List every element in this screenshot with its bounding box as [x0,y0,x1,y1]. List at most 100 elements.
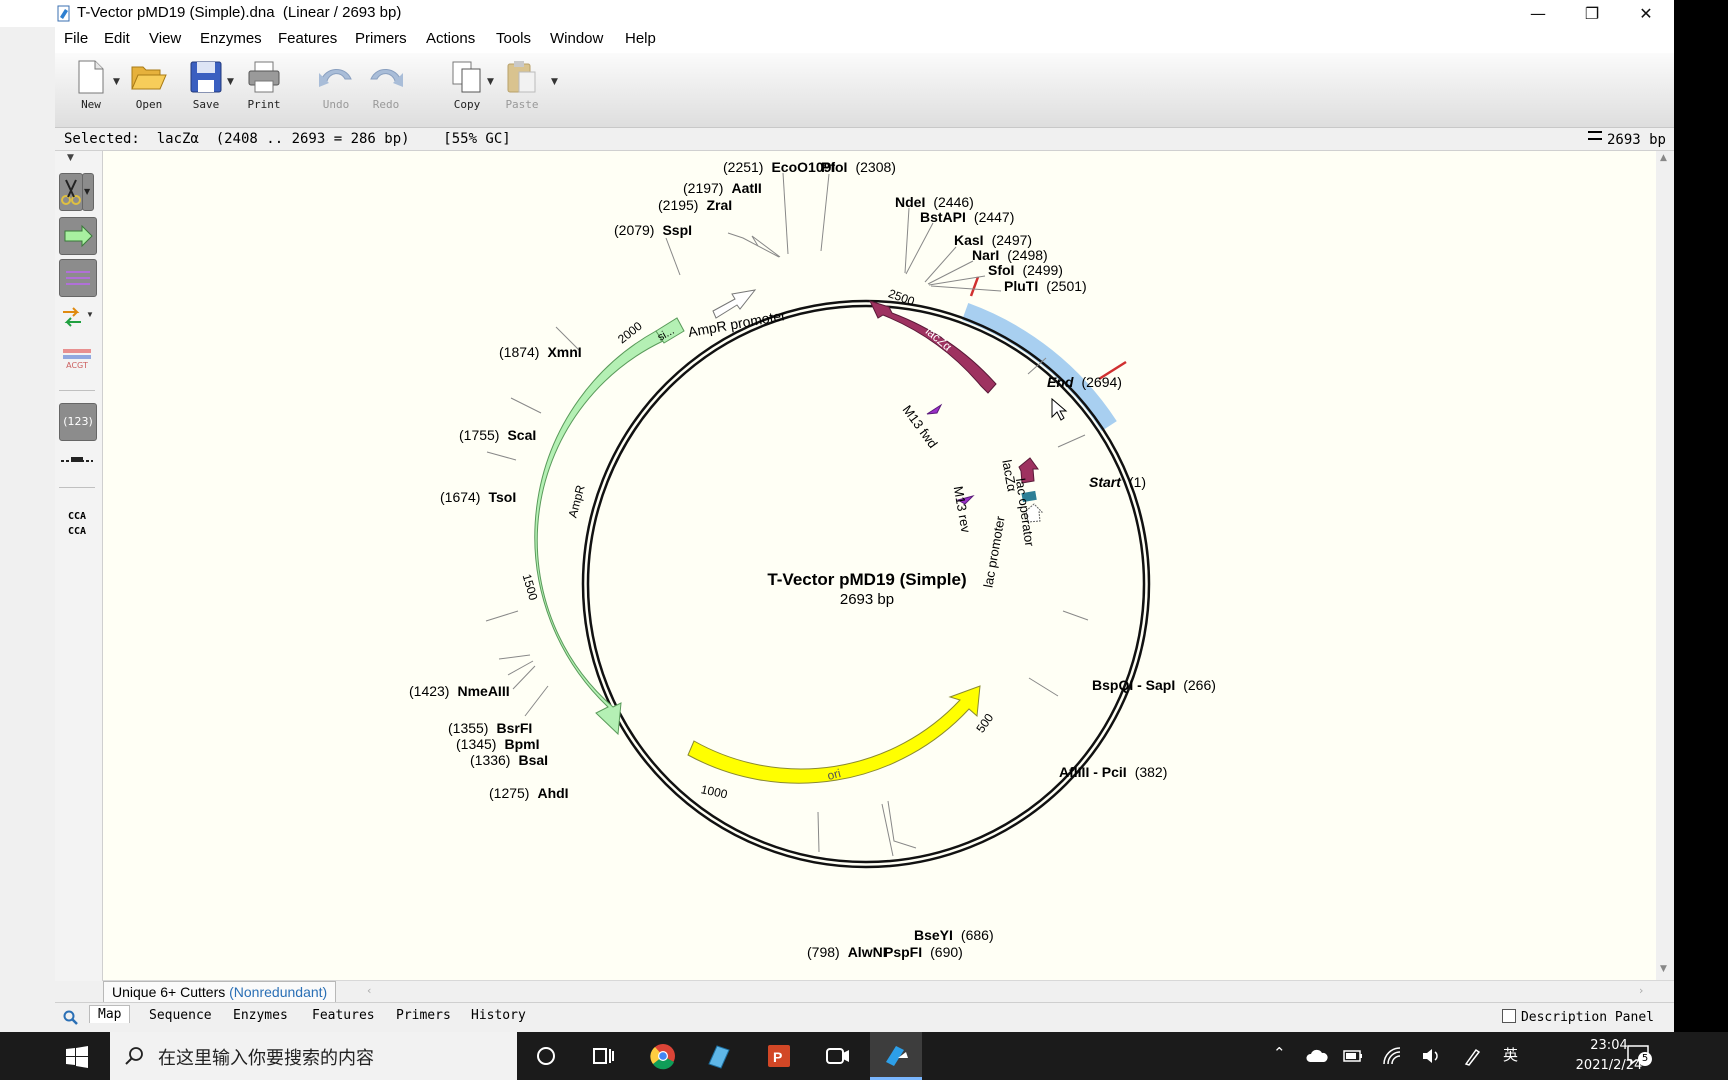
battery-icon[interactable] [1342,1046,1364,1066]
ampr-promoter-arrow[interactable] [712,289,757,319]
volume-icon[interactable] [1420,1046,1442,1066]
menu-tools[interactable]: Tools [496,30,532,47]
close-button[interactable]: ✕ [1639,4,1653,23]
print-button[interactable]: Print [237,59,291,121]
snapgene-taskbar-button[interactable] [870,1032,922,1080]
powerpoint-icon[interactable]: P [763,1040,795,1072]
insert-feature-button[interactable] [59,217,97,255]
site-nmeaiii[interactable]: (1423)NmeAIII [409,683,510,699]
site-pfoi[interactable]: PfoI(2308) [821,159,896,175]
m13-rev-primer[interactable] [956,495,975,505]
ampr-feature-arrow[interactable] [534,330,664,736]
copy-button[interactable]: Copy [440,59,494,121]
map-vertical-scrollbar[interactable]: ▲ ▼ [1656,151,1674,980]
paste-button[interactable]: Paste [495,59,549,121]
notification-center-button[interactable]: 5 [1626,1044,1652,1068]
site-bspqi-sapi[interactable]: BspQI - SapI(266) [1092,677,1216,693]
site-aatii[interactable]: (2197)AatII [683,180,762,196]
site-tsoi[interactable]: (1674)TsoI [440,489,516,505]
menu-enzymes[interactable]: Enzymes [200,30,262,47]
site-bsai[interactable]: (1336)BsaI [470,752,548,768]
site-kasi[interactable]: KasI(2497) [954,232,1032,248]
redo-button[interactable]: Redo [359,59,413,121]
show-sequence-button[interactable]: ACGT [59,347,95,373]
onedrive-cloud-icon[interactable] [1306,1046,1328,1066]
menu-window[interactable]: Window [550,30,604,47]
site-sfoi[interactable]: SfoI(2499) [988,262,1063,278]
palette-collapse-icon[interactable]: ▼ [67,153,74,163]
lacz-feature-arrow[interactable] [869,300,997,394]
pen-ink-icon[interactable] [1462,1046,1484,1066]
site-afliii-pcii[interactable]: AflIII - PciI(382) [1059,764,1167,780]
zoom-search-icon[interactable] [63,1010,79,1026]
menu-primers[interactable]: Primers [355,30,407,47]
menu-file[interactable]: File [64,30,89,47]
cortana-circle-icon[interactable] [530,1040,562,1072]
menu-view[interactable]: View [149,30,182,47]
new-button[interactable]: New [64,59,118,121]
site-bpmi[interactable]: (1345)BpmI [456,736,539,752]
restriction-dropdown[interactable]: ▼ [82,173,94,211]
open-button[interactable]: Open [122,59,176,121]
swap-orientation-button[interactable]: ▼ [59,303,95,333]
enzyme-sites-button[interactable] [59,259,97,297]
video-recorder-icon[interactable] [822,1040,854,1072]
ime-indicator[interactable]: 英 [1503,1046,1519,1064]
tab-primers[interactable]: Primers [396,1008,451,1023]
enzyme-set-selector[interactable]: Unique 6+ Cutters (Nonredundant) [103,981,337,1004]
tab-map[interactable]: Map [89,1005,131,1023]
lacz-start-arrow[interactable] [1018,457,1039,484]
restriction-scissors-button[interactable] [59,173,83,211]
tab-features[interactable]: Features [312,1008,375,1023]
site-ecoo109i[interactable]: (2251)EcoO109I [723,159,835,175]
tab-history[interactable]: History [471,1008,526,1023]
hscroll-right-arrow-icon[interactable]: › [1639,984,1644,997]
tab-sequence[interactable]: Sequence [149,1008,212,1023]
save-dropdown-arrow-icon[interactable]: ▼ [227,77,234,87]
scroll-up-arrow-icon[interactable]: ▲ [1660,153,1667,163]
paste-dropdown-arrow-icon[interactable]: ▼ [551,77,558,87]
site-pluti[interactable]: PluTI(2501) [1004,278,1087,294]
tab-enzymes[interactable]: Enzymes [233,1008,288,1023]
menu-features[interactable]: Features [278,30,338,47]
site-end[interactable]: End(2694) [1047,374,1122,390]
site-pspfi[interactable]: PspFI(690) [884,944,963,960]
m13-fwd-primer[interactable] [926,403,943,415]
chrome-icon[interactable] [647,1040,679,1072]
scroll-down-arrow-icon[interactable]: ▼ [1660,964,1667,974]
new-dropdown-arrow-icon[interactable]: ▼ [113,77,120,87]
undo-button[interactable]: Undo [309,59,363,121]
menu-edit[interactable]: Edit [104,30,130,47]
site-bseyi[interactable]: BseYI(686) [914,927,994,943]
site-xmni[interactable]: (1874)XmnI [499,344,582,360]
site-scai[interactable]: (1755)ScaI [459,427,536,443]
notepad-app-icon[interactable] [703,1040,735,1072]
linear-view-button[interactable] [59,451,95,471]
minimize-button[interactable]: — [1530,4,1546,23]
task-view-icon[interactable] [587,1040,619,1072]
hscroll-left-arrow-icon[interactable]: ‹ [367,984,372,997]
site-ndei[interactable]: NdeI(2446) [895,194,974,210]
site-ahdi[interactable]: (1275)AhdI [489,785,569,801]
site-bstapi[interactable]: BstAPI(2447) [920,209,1014,225]
signal-sequence-feature[interactable] [655,317,685,344]
sequence-view-button[interactable]: CCA CCA [59,509,95,541]
taskbar-clock[interactable]: 23:04 2021/2/24 [1574,1036,1644,1076]
description-panel-checkbox[interactable] [1501,1009,1516,1023]
lac-promoter-arrow[interactable] [1025,503,1044,523]
taskbar-search-box[interactable]: 在这里输入你要搜索的内容 [110,1032,517,1080]
copy-dropdown-arrow-icon[interactable]: ▼ [487,77,494,87]
site-zrai[interactable]: (2195)ZraI [658,197,732,213]
site-start[interactable]: Start(1) [1089,474,1146,490]
plasmid-map-view[interactable]: 2500 2000 1500 1000 500 AmpR promoter si… [103,151,1656,980]
windows-start-icon[interactable] [66,1046,88,1068]
site-sspi[interactable]: (2079)SspI [614,222,692,238]
tray-expand-icon[interactable]: ⌃ [1273,1044,1286,1062]
ori-feature-arrow[interactable] [687,685,981,784]
lac-operator-feature[interactable] [1021,490,1037,503]
site-bsrfi[interactable]: (1355)BsrFI [448,720,532,736]
menu-help[interactable]: Help [625,30,656,47]
save-button[interactable]: Save [179,59,233,121]
network-icon[interactable] [1382,1046,1404,1066]
menu-actions[interactable]: Actions [426,30,476,47]
